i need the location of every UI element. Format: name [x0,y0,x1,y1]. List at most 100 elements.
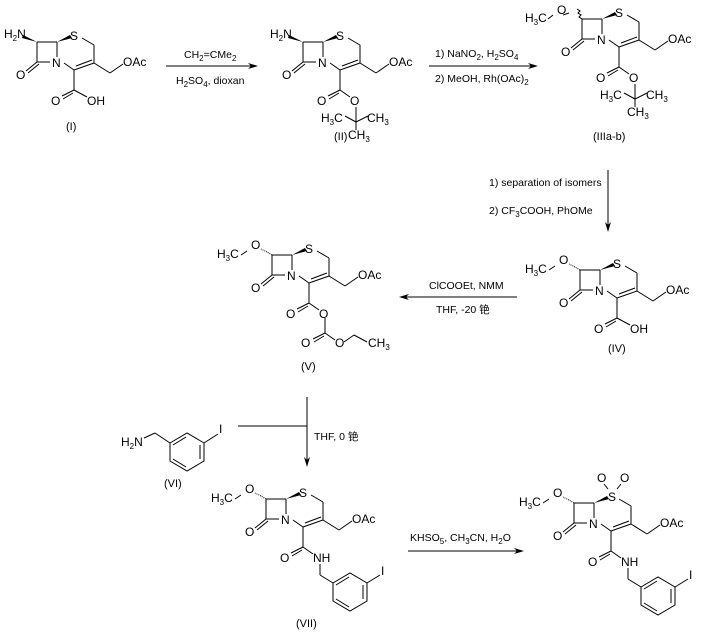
atom-N: N [595,284,604,298]
atom-O: O [16,68,25,82]
reaction-arrow-3: 1) separation of isomers 2) CF3COOH, PhO… [489,170,611,232]
reagent-1-above: CH2=CMe2 [184,49,237,63]
compound-I: H2N S N O OAc O OH [4,27,146,108]
reaction-arrow-1: CH2=CMe2 H2SO4, dioxan [166,49,258,89]
atom-H3C: H3C [211,491,233,507]
compound-VI: H2N I [121,422,222,472]
atom-I: I [219,422,222,436]
atom-O: O [319,307,328,321]
atom-O: O [280,551,289,565]
reagent-6: KHSO5, CH3CN, H2O [410,532,511,546]
atom-O: O [286,307,295,321]
atom-I: I [689,568,692,582]
atom-H3C: H3C [321,111,343,127]
atom-S: S [299,486,307,500]
atom-O: O [629,71,638,85]
atom-NH: NH [621,555,638,569]
atom-O: O [588,555,597,569]
atom-H3C: H3C [600,88,622,104]
atom-O: O [559,296,568,310]
atom-OAc: OAc [666,283,689,297]
compound-VII: O H3C S N O OAc O NH I [211,482,384,612]
atom-H3C: H3C [525,11,547,27]
atom-S: S [613,257,621,271]
compound-label-IIIa-b: (IIIa-b) [593,131,625,143]
atom-OAc: OAc [668,32,691,46]
atom-O: O [620,471,629,485]
atom-N: N [318,56,327,70]
atom-S: S [305,242,313,256]
reaction-arrow-4: ClCOOEt, NMM THF, -20 铯 [399,280,517,316]
compound-IV: O H3C S N O OAc O OH [525,253,689,336]
reagent-4-above: ClCOOEt, NMM [429,280,504,292]
atom-OAc: OAc [123,55,146,69]
atom-O: O [559,253,568,267]
atom-N: N [52,56,61,70]
atom-H2N: H2N [4,27,26,43]
reagent-5: THF, 0 铯 [314,430,359,443]
atom-CH3: CH3 [646,88,668,104]
atom-OAc: OAc [660,516,683,530]
reaction-arrow-2: 1) NaNO2, H2SO4 2) MeOH, Rh(OAc)2 [429,48,538,87]
compound-II: H2N S N O OAc O O H3C CH3 CH3 [270,27,412,144]
atom-OAc: OAc [389,55,412,69]
reagent-1-below: H2SO4, dioxan [176,75,245,89]
reaction-arrow-5: THF, 0 铯 [238,397,359,467]
atom-OH: OH [87,94,105,108]
atom-O: O [317,94,326,108]
atom-O: O [597,471,606,485]
atom-O: O [335,336,344,350]
reagent-2-above: 1) NaNO2, H2SO4 [435,48,519,62]
atom-I: I [381,564,384,578]
compound-label-VII: (VII) [296,618,317,630]
atom-OH: OH [630,322,648,336]
atom-H3C: H3C [519,495,541,511]
atom-N: N [287,269,296,283]
compound-label-I: (I) [66,121,76,133]
atom-H3C: H3C [525,262,547,278]
compound-label-IV: (IV) [608,343,626,355]
atom-O: O [301,336,310,350]
compound-label-II: (II) [334,131,347,143]
atom-O: O [251,281,260,295]
atom-H3C: H3C [217,247,239,263]
atom-N: N [597,33,606,47]
reagent-3-below: 2) CF3COOH, PhOMe [489,205,593,219]
atom-N: N [281,513,290,527]
reagent-4-below: THF, -20 铯 [436,303,490,316]
atom-O: O [594,322,603,336]
atom-S: S [70,29,78,43]
atom-NH: NH [313,551,330,565]
atom-H2N: H2N [121,435,143,451]
atom-N: N [589,517,598,531]
atom-O: O [282,68,291,82]
atom-O: O [553,529,562,543]
atom-CH3: CH3 [627,105,649,121]
atom-O: O [251,238,260,252]
reaction-arrow-6: KHSO5, CH3CN, H2O [408,532,524,554]
atom-S: S [615,6,623,20]
atom-O: O [596,71,605,85]
atom-O: O [561,45,570,59]
atom-O: O [553,486,562,500]
reagent-3-above: 1) separation of isomers [489,177,602,189]
compound-label-VI: (VI) [164,478,182,490]
atom-CH3: CH3 [368,336,390,352]
atom-O: O [557,3,566,17]
compound-V: O H3C S N O OAc O O O O CH3 [217,238,390,352]
compound-sulfone-product: O H3C O O S N O OAc O NH I [519,471,692,616]
reagent-2-below: 2) MeOH, Rh(OAc)2 [435,73,529,87]
atom-H2N: H2N [270,27,292,43]
atom-O: O [350,94,359,108]
atom-O: O [51,94,60,108]
compound-IIIa-b: O H3C S N O OAc O O H3C CH3 CH3 [525,3,691,121]
compound-label-V: (V) [301,361,316,373]
atom-OAc: OAc [352,512,375,526]
atom-S: S [608,490,616,504]
atom-S: S [336,29,344,43]
atom-O: O [245,482,254,496]
atom-OAc: OAc [358,268,381,282]
atom-O: O [245,525,254,539]
atom-CH3: CH3 [348,128,370,144]
